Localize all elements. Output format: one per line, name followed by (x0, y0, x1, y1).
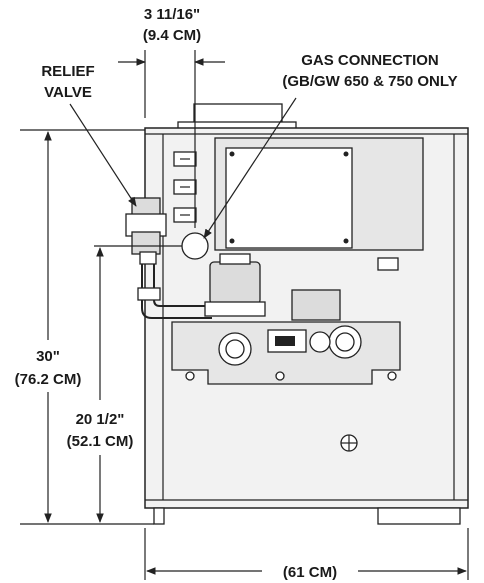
bolt-icon (275, 371, 285, 381)
dim-total-height (20, 129, 154, 525)
control-panel (214, 137, 424, 271)
bolt-icon (387, 371, 397, 381)
pump-cap (219, 253, 251, 265)
dim-width (144, 528, 469, 580)
total-height-label: 30" (36, 348, 60, 365)
right-foot (377, 507, 461, 525)
switch-bank (173, 151, 197, 223)
indicator-light (377, 257, 399, 271)
outlet-pipe (141, 264, 212, 319)
relief-valve-label: RELIEF (41, 63, 94, 80)
relief-valve-assembly (125, 197, 212, 319)
screw-icon (343, 238, 349, 244)
pump-assembly (171, 253, 401, 385)
bolt-icon (185, 371, 195, 381)
screw-icon (343, 151, 349, 157)
width-metric-label: (61 CM) (283, 564, 337, 581)
port-icon (309, 331, 331, 353)
pump-motor (209, 261, 261, 305)
pump-coupling (204, 301, 266, 317)
gas-valve (291, 289, 341, 321)
total-height-metric-label: (76.2 CM) (15, 371, 82, 388)
relief-leader (69, 103, 137, 207)
dim-top-offset (118, 50, 225, 228)
gas-connection-models-label: (GB/GW 650 & 750 ONLY (282, 73, 457, 90)
top-offset-label: 3 11/16" (144, 6, 200, 23)
relief-valve-fitting (139, 251, 157, 265)
left-foot (153, 507, 165, 525)
screw-icon (229, 151, 235, 157)
gas-leader (203, 97, 297, 239)
display-icon (275, 336, 295, 346)
relief-valve-label-2: VALVE (44, 84, 92, 101)
gas-connection-label: GAS CONNECTION (301, 52, 439, 69)
inlet-height-label: 20 1/2" (76, 411, 125, 428)
pipe-elbow (137, 287, 161, 301)
inlet-height-metric-label: (52.1 CM) (67, 433, 134, 450)
top-offset-metric-label: (9.4 CM) (143, 27, 201, 44)
relief-valve-stem (131, 231, 161, 255)
control-panel-door (225, 147, 353, 249)
screw-icon (229, 238, 235, 244)
dim-inlet-height (94, 245, 182, 523)
